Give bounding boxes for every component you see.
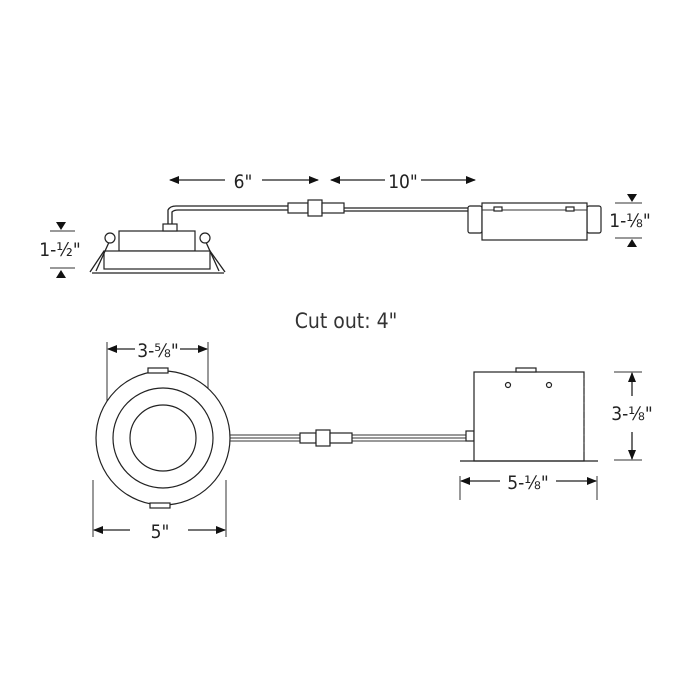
label-10-inch: 10" [388, 171, 418, 193]
dim-driver-height: 1-⅛" [609, 194, 651, 247]
label-6-inch: 6" [234, 171, 253, 193]
dim-trim: 5" [92, 480, 227, 543]
fixture-side-view [89, 205, 290, 274]
label-1-1-2-inch: 1-½" [39, 239, 80, 261]
label-5-1-8-inch: 5-⅛" [507, 472, 548, 494]
dim-junction-box-height: 3-⅛" [611, 371, 653, 461]
label-3-1-8-inch: 3-⅛" [611, 403, 652, 425]
dim-10-inch: 10" [330, 171, 476, 193]
driver-box [467, 202, 602, 241]
fixture-bottom-view [95, 367, 231, 509]
label-3-5-8-inch: 3-⅝" [137, 340, 178, 362]
label-5-inch: 5" [151, 521, 170, 543]
label-1-1-8-inch: 1-⅛" [609, 210, 650, 232]
dim-junction-box-width: 5-⅛" [459, 472, 598, 500]
wire-and-connector-bottom [230, 429, 475, 447]
cut-out-label: Cut out: 4" [295, 309, 398, 333]
dim-fixture-height: 1-½" [39, 222, 81, 278]
junction-box [460, 367, 598, 462]
connector-top [287, 199, 470, 217]
dim-6-inch: 6" [169, 171, 319, 193]
dim-aperture: 3-⅝" [106, 340, 209, 405]
